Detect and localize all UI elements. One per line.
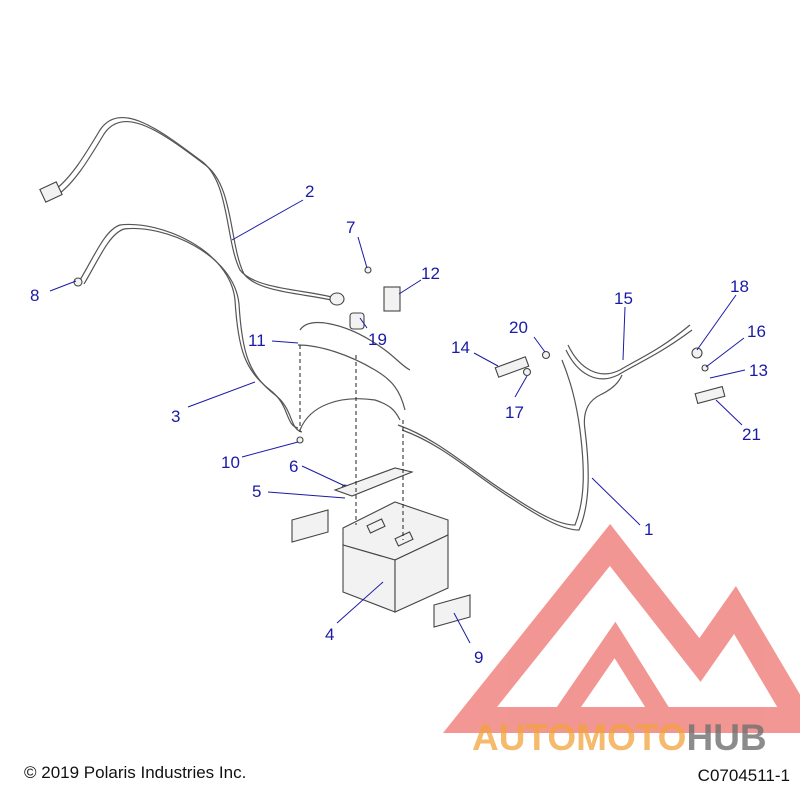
cable-15-b	[565, 329, 693, 380]
callout-1: 1	[644, 520, 653, 539]
cable-1-b	[401, 374, 623, 531]
cable-15	[567, 324, 691, 375]
relay-19	[349, 312, 365, 330]
callout-10: 10	[221, 453, 240, 472]
callout-19: 19	[368, 330, 387, 349]
callout-14: 14	[451, 338, 470, 357]
bracket-12	[383, 286, 401, 312]
hold-down-5	[333, 467, 414, 497]
cable-2	[51, 117, 336, 299]
callout-5: 5	[252, 482, 261, 501]
cable-2-terminal	[39, 181, 63, 203]
watermark-text-part1: AUTOMOTO	[472, 717, 686, 758]
callout-8: 8	[30, 286, 39, 305]
part-18	[691, 347, 703, 359]
callout-16: 16	[747, 322, 766, 341]
cable-2-inner	[55, 121, 340, 303]
pad-9-right	[433, 594, 471, 628]
callout-20: 20	[509, 318, 528, 337]
leader-lines	[49, 199, 746, 644]
nut-20	[541, 350, 551, 360]
callout-2: 2	[305, 182, 314, 201]
cable-2-boot	[329, 292, 345, 306]
callout-21: 21	[742, 425, 761, 444]
nut-17	[522, 367, 532, 377]
bracket-14	[494, 356, 530, 378]
callout-6: 6	[289, 457, 298, 476]
watermark-text-part2: HUB	[686, 717, 766, 758]
battery-4	[342, 501, 449, 613]
screw-7	[364, 266, 372, 274]
callout-11: 11	[248, 331, 266, 350]
pad-9-left	[291, 509, 329, 543]
watermark-logo	[442, 524, 800, 733]
callout-7: 7	[346, 218, 355, 237]
harness-11-b	[297, 344, 406, 411]
copyright-text: © 2019 Polaris Industries Inc.	[24, 763, 247, 782]
callout-17: 17	[505, 403, 524, 422]
cable-3	[79, 223, 299, 429]
cable-3-end	[73, 277, 83, 287]
callout-18: 18	[730, 277, 749, 296]
cable-3-loop	[299, 398, 401, 431]
harness-11	[299, 322, 411, 371]
watermark-text: AUTOMOTOHUB	[472, 717, 767, 758]
callout-9: 9	[474, 648, 483, 667]
cable-1	[397, 359, 584, 526]
cable-3-b	[83, 227, 303, 433]
figure-code: C0704511-1	[697, 766, 790, 785]
screw-10	[296, 436, 304, 444]
callout-4: 4	[325, 625, 334, 644]
bracket-21	[694, 385, 726, 405]
callout-13: 13	[749, 361, 768, 380]
callout-15: 15	[614, 289, 633, 308]
callout-12: 12	[421, 264, 440, 283]
callout-3: 3	[171, 407, 180, 426]
